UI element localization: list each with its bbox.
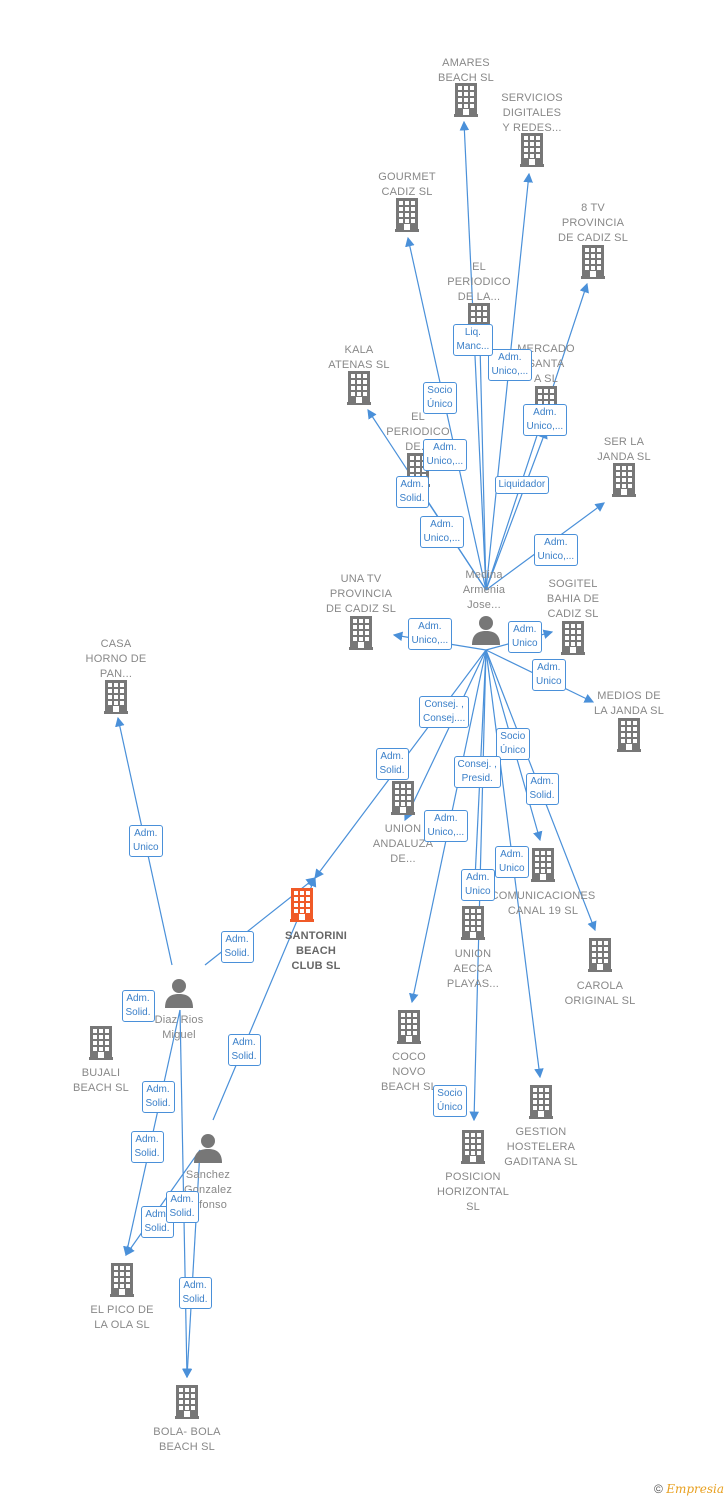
building-icon[interactable]	[290, 888, 314, 927]
node-label[interactable]: SOGITEL BAHIA DE CADIZ SL	[546, 578, 600, 620]
building-icon[interactable]	[175, 1385, 199, 1424]
edge-label-medina-coco[interactable]: Adm. Unico,...	[423, 810, 469, 842]
edge-label-medina-carola[interactable]: Adm. Solid.	[525, 773, 559, 805]
edge-label-medina-8tv[interactable]: Adm. Unico,...	[522, 404, 568, 436]
edge-medina-mercado	[485, 428, 548, 591]
node-label[interactable]: Diaz Rios Miguel	[154, 1014, 204, 1041]
edge-label-medina-santorini[interactable]: Adm. Solid.	[375, 748, 409, 780]
building-icon[interactable]	[588, 938, 612, 977]
brand-name[interactable]: Empresia	[666, 1482, 724, 1496]
edge-label-medina-mercado[interactable]: Liquidador	[494, 476, 550, 494]
node-label[interactable]: EL PERIODICO DE LA...	[447, 261, 511, 303]
person-icon[interactable]	[164, 978, 194, 1013]
edge-label-medina-serlajanda[interactable]: Adm. Unico,...	[533, 534, 579, 566]
copyright-symbol: ©	[654, 1482, 663, 1496]
building-icon[interactable]	[349, 616, 373, 655]
edge-label-diazrios-santorini[interactable]: Adm. Solid.	[220, 931, 254, 963]
building-icon[interactable]	[612, 463, 636, 502]
edge-label-medina-unionandaluza[interactable]: Consej. , Consej....	[419, 696, 470, 728]
building-icon[interactable]	[454, 83, 478, 122]
edge-label-medina-gourmet[interactable]: Socio Único	[423, 382, 457, 414]
node-label[interactable]: BUJALI BEACH SL	[72, 1067, 129, 1094]
node-label[interactable]: Medina Armenia Jose...	[462, 569, 506, 611]
node-label[interactable]: KALA ATENAS SL	[328, 344, 390, 371]
edge-medina-unionandaluza	[404, 649, 487, 822]
edge-label-sanchez-santorini[interactable]: Adm. Solid.	[227, 1034, 261, 1066]
node-label[interactable]: UNION ANDALUZA DE...	[372, 823, 434, 865]
edge-medina-servicios	[485, 172, 533, 591]
node-label[interactable]: CASA HORNO DE PAN...	[85, 638, 147, 680]
node-label[interactable]: COCO NOVO BEACH SL	[380, 1051, 437, 1093]
node-label[interactable]: COMUNICACIONES CANAL 19 SL	[490, 890, 596, 917]
node-label[interactable]: GESTION HOSTELERA GADITANA SL	[504, 1126, 578, 1168]
node-label[interactable]: SERVICIOS DIGITALES Y REDES...	[501, 92, 563, 134]
building-icon[interactable]	[461, 906, 485, 945]
node-label[interactable]: SER LA JANDA SL	[597, 436, 651, 463]
edge-label-medina-posicion[interactable]: Socio Único	[433, 1085, 467, 1117]
edge-sanchez-elpico	[125, 1149, 201, 1256]
node-label[interactable]: EL PICO DE LA OLA SL	[90, 1304, 154, 1331]
building-icon[interactable]	[617, 718, 641, 757]
edge-label-diazrios-casahorno[interactable]: Adm. Unico	[129, 825, 163, 857]
building-icon[interactable]	[529, 1085, 553, 1124]
node-label[interactable]: UNION AECCA PLAYAS...	[446, 948, 500, 990]
building-icon[interactable]	[531, 848, 555, 887]
person-icon[interactable]	[471, 615, 501, 650]
building-icon[interactable]	[397, 1010, 421, 1049]
edge-label-medina-kala[interactable]: Adm. Solid.	[395, 476, 429, 508]
edge-label-sanchez-bolabola[interactable]: Adm. Solid.	[165, 1191, 199, 1223]
edge-label-diazrios-bolabola[interactable]: Adm. Solid.	[178, 1277, 212, 1309]
building-icon[interactable]	[581, 245, 605, 284]
edge-label-medina-gestion[interactable]: Adm. Unico	[495, 846, 529, 878]
building-icon[interactable]	[395, 198, 419, 237]
edge-label-medina-periodico1[interactable]: Liq. Manc...	[452, 324, 494, 356]
edge-medina-8tv	[485, 282, 589, 591]
edge-medina-amares	[459, 120, 487, 591]
edge-label-medina-sogitel[interactable]: Adm. Unico	[508, 621, 542, 653]
edge-label-diazrios-elpico[interactable]: Adm. Solid.	[130, 1131, 164, 1163]
node-label[interactable]: MEDIOS DE LA JANDA SL	[593, 690, 665, 717]
building-icon[interactable]	[104, 680, 128, 719]
edge-label-extra[interactable]: Adm. Unico,...	[422, 439, 468, 471]
edge-label-medina-servicios[interactable]: Adm. Unico,...	[487, 349, 533, 381]
node-label[interactable]: POSICION HORIZONTAL SL	[436, 1171, 510, 1213]
edge-label-medina-unatv[interactable]: Adm. Unico,...	[407, 618, 453, 650]
node-label[interactable]: UNA TV PROVINCIA DE CADIZ SL	[325, 573, 397, 615]
node-label[interactable]: 8 TV PROVINCIA DE CADIZ SL	[557, 202, 629, 244]
edge-medina-periodico1	[475, 343, 487, 591]
copyright: © Empresia	[654, 1482, 724, 1496]
node-label[interactable]: CAROLA ORIGINAL SL	[564, 980, 636, 1007]
edge-label-medina-periodico2[interactable]: Adm. Unico,...	[419, 516, 465, 548]
node-label[interactable]: AMARES BEACH SL	[437, 57, 494, 84]
edge-medina-gourmet	[405, 236, 487, 591]
edge-label-extra[interactable]: Adm. Solid.	[121, 990, 155, 1022]
building-icon[interactable]	[110, 1263, 134, 1302]
building-icon[interactable]	[461, 1130, 485, 1169]
edge-label-medina-comunicaciones[interactable]: Socio Único	[496, 728, 530, 760]
building-icon[interactable]	[347, 371, 371, 410]
edge-label-extra[interactable]: Adm. Solid.	[141, 1081, 175, 1113]
person-icon[interactable]	[193, 1133, 223, 1168]
node-label[interactable]: BOLA- BOLA BEACH SL	[153, 1426, 221, 1453]
edge-label-extra[interactable]: Adm. Unico	[461, 869, 495, 901]
node-label[interactable]: GOURMET CADIZ SL	[378, 171, 436, 198]
building-icon[interactable]	[89, 1026, 113, 1065]
edge-sanchez-bolabola	[182, 1149, 201, 1379]
building-icon[interactable]	[520, 133, 544, 172]
edge-label-medina-medios[interactable]: Adm. Unico	[532, 659, 566, 691]
edge-label-medina-unionaecca[interactable]: Consej. , Presid.	[453, 756, 501, 788]
building-icon[interactable]	[561, 621, 585, 660]
building-icon[interactable]	[391, 781, 415, 820]
node-label[interactable]: SANTORINI BEACH CLUB SL	[284, 930, 348, 972]
